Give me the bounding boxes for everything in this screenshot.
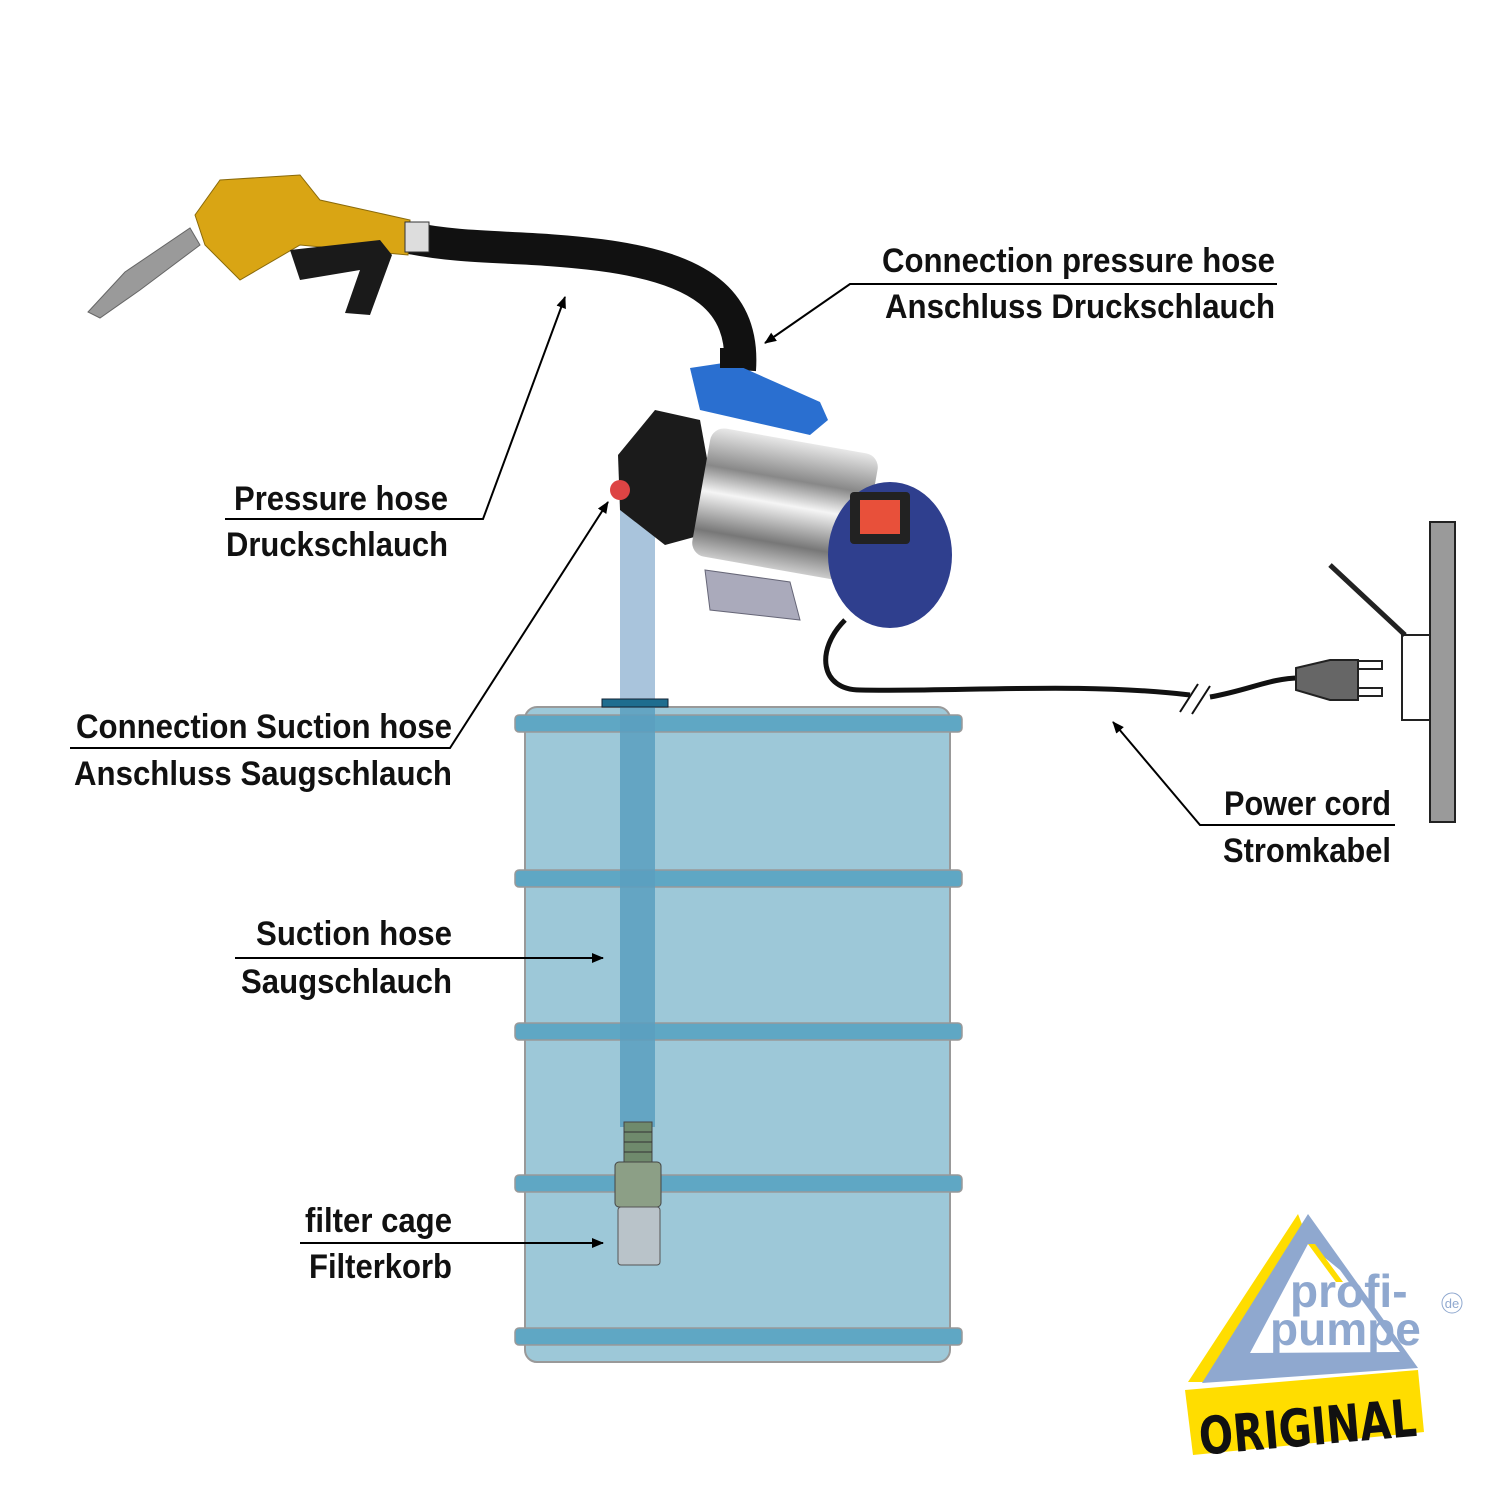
label-de: Filterkorb xyxy=(309,1248,452,1286)
label-pressure-hose: Pressure hose Druckschlauch xyxy=(226,480,448,564)
label-de: Druckschlauch xyxy=(226,526,448,564)
barrel xyxy=(514,706,963,1363)
pump xyxy=(610,348,952,628)
logo-line2: pumpe xyxy=(1270,1303,1421,1355)
callout-lines xyxy=(70,283,1395,1248)
label-en: Connection pressure hose xyxy=(882,242,1275,280)
profi-pumpe-logo: profi- pumpe de ORIGINAL xyxy=(1185,1214,1463,1468)
pressure-hose xyxy=(406,222,757,372)
suction-hose xyxy=(601,475,669,1127)
power-cord xyxy=(823,618,1383,715)
label-en: Power cord xyxy=(1224,785,1391,823)
label-filter-cage: filter cage Filterkorb xyxy=(305,1202,452,1286)
label-de: Saugschlauch xyxy=(241,963,452,1001)
label-connection-suction-hose: Connection Suction hose Anschluss Saugsc… xyxy=(74,708,452,793)
filter-cage xyxy=(614,1121,662,1266)
label-en: filter cage xyxy=(305,1202,452,1240)
label-suction-hose: Suction hose Saugschlauch xyxy=(241,915,452,1001)
logo-line1: profi- xyxy=(1290,1265,1408,1317)
label-de: Stromkabel xyxy=(1223,832,1391,870)
logo-tld: de xyxy=(1445,1296,1459,1311)
label-de: Anschluss Saugschlauch xyxy=(74,755,452,793)
label-connection-pressure-hose: Connection pressure hose Anschluss Druck… xyxy=(882,242,1275,326)
label-power-cord: Power cord Stromkabel xyxy=(1223,785,1391,870)
wall-socket xyxy=(1328,521,1456,823)
label-en: Suction hose xyxy=(256,915,452,953)
plug xyxy=(1295,659,1359,701)
label-en: Pressure hose xyxy=(234,480,448,518)
label-en: Connection Suction hose xyxy=(76,708,452,746)
label-de: Anschluss Druckschlauch xyxy=(885,288,1275,326)
fuel-nozzle xyxy=(87,174,430,319)
